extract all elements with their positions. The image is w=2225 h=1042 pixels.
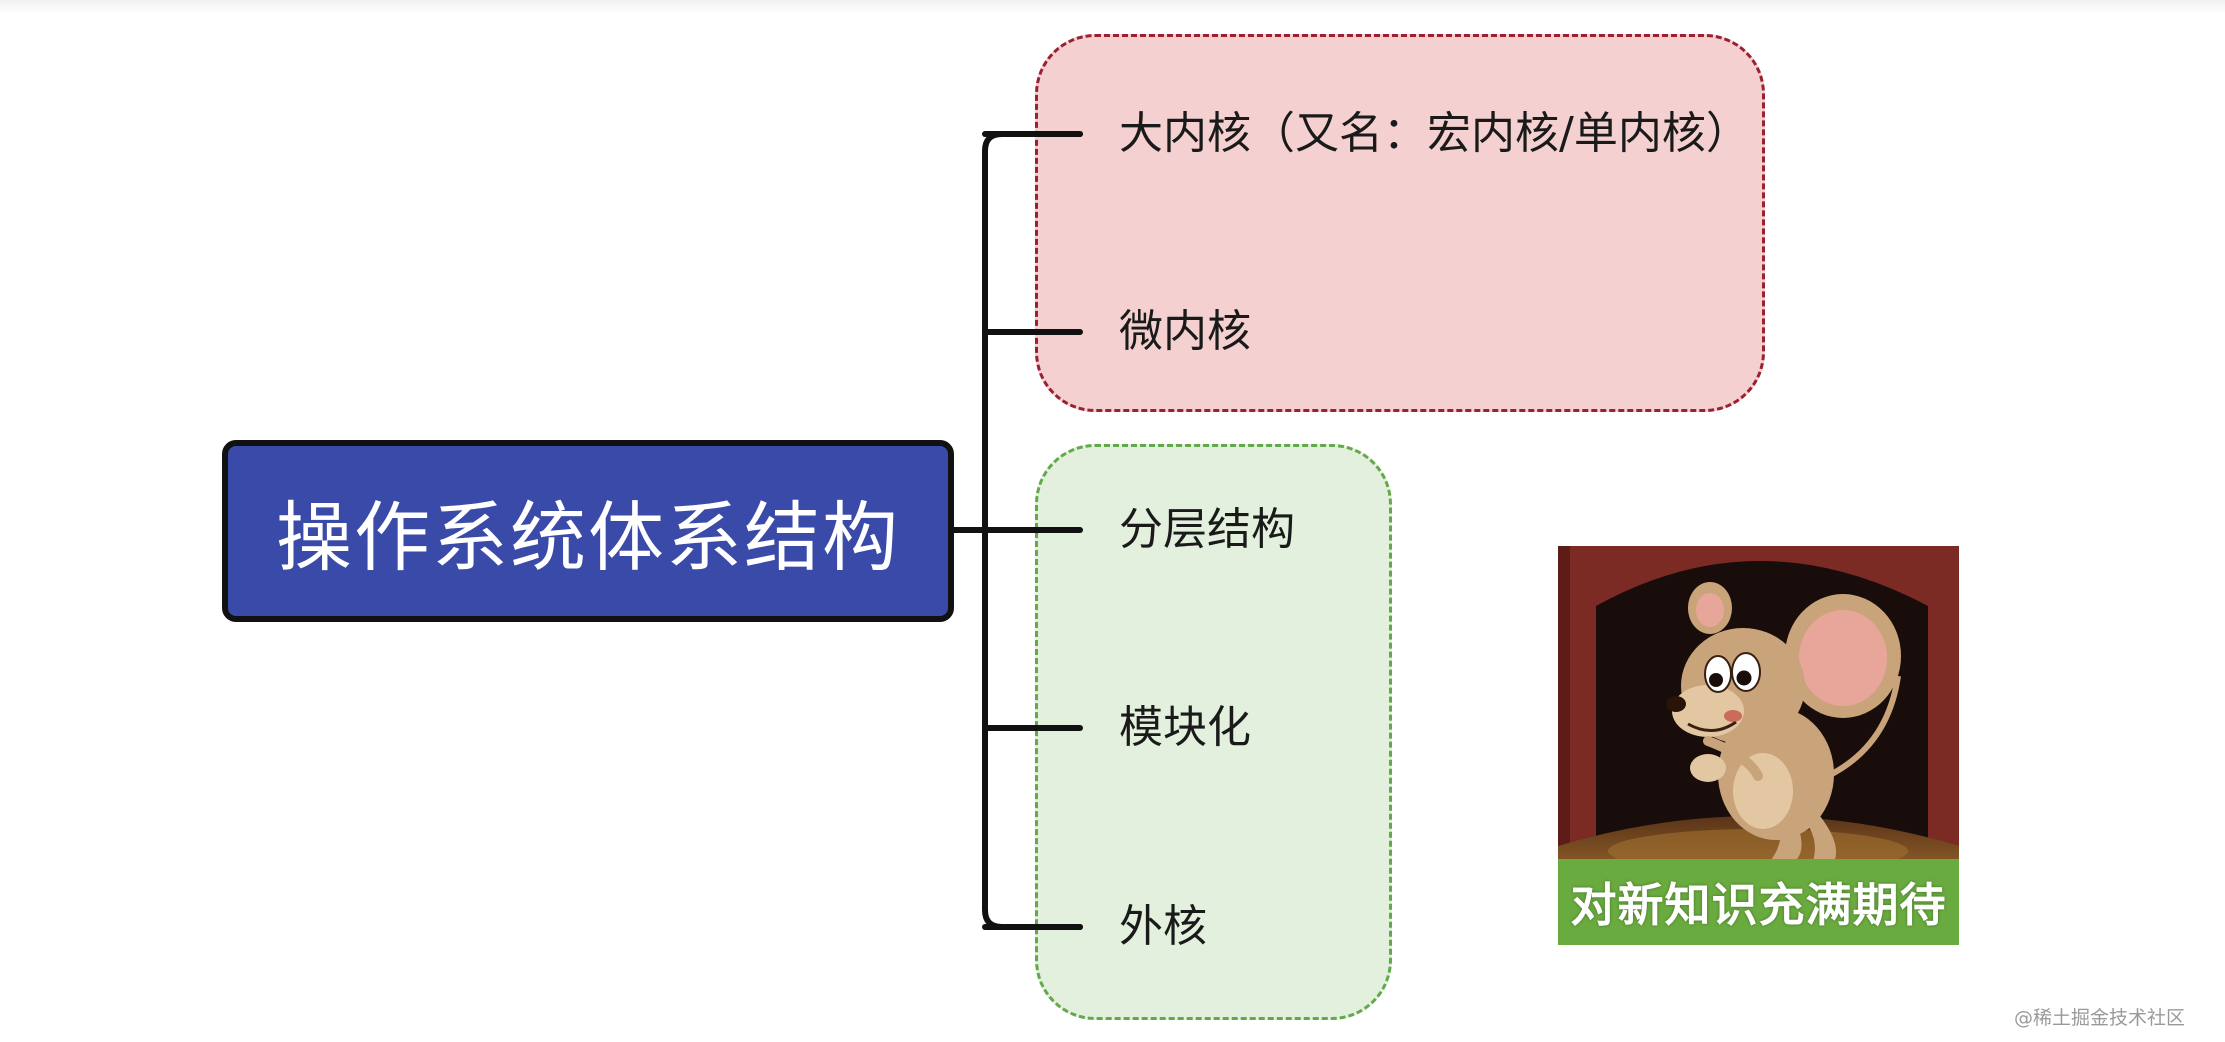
watermark: @稀土掘金技术社区 [2013, 1007, 2185, 1029]
green-group-box [1035, 444, 1392, 1020]
branch-label-monolithic-kernel: 大内核（又名：宏内核/单内核） [1119, 108, 1750, 159]
root-label: 操作系统体系结构 [276, 493, 900, 582]
jerry-mouse-sticker: 对新知识充满期待 [1558, 546, 1959, 945]
branch-label-microkernel: 微内核 [1119, 306, 1251, 357]
branch-label-exokernel: 外核 [1119, 901, 1207, 952]
sticker-caption: 对新知识充满期待 [1558, 859, 1959, 945]
branch-label-layered: 分层结构 [1119, 504, 1295, 555]
branch-label-modular: 模块化 [1119, 702, 1251, 753]
red-group-box [1035, 34, 1765, 412]
top-shade [0, 0, 2225, 14]
root-node: 操作系统体系结构 [222, 440, 954, 622]
